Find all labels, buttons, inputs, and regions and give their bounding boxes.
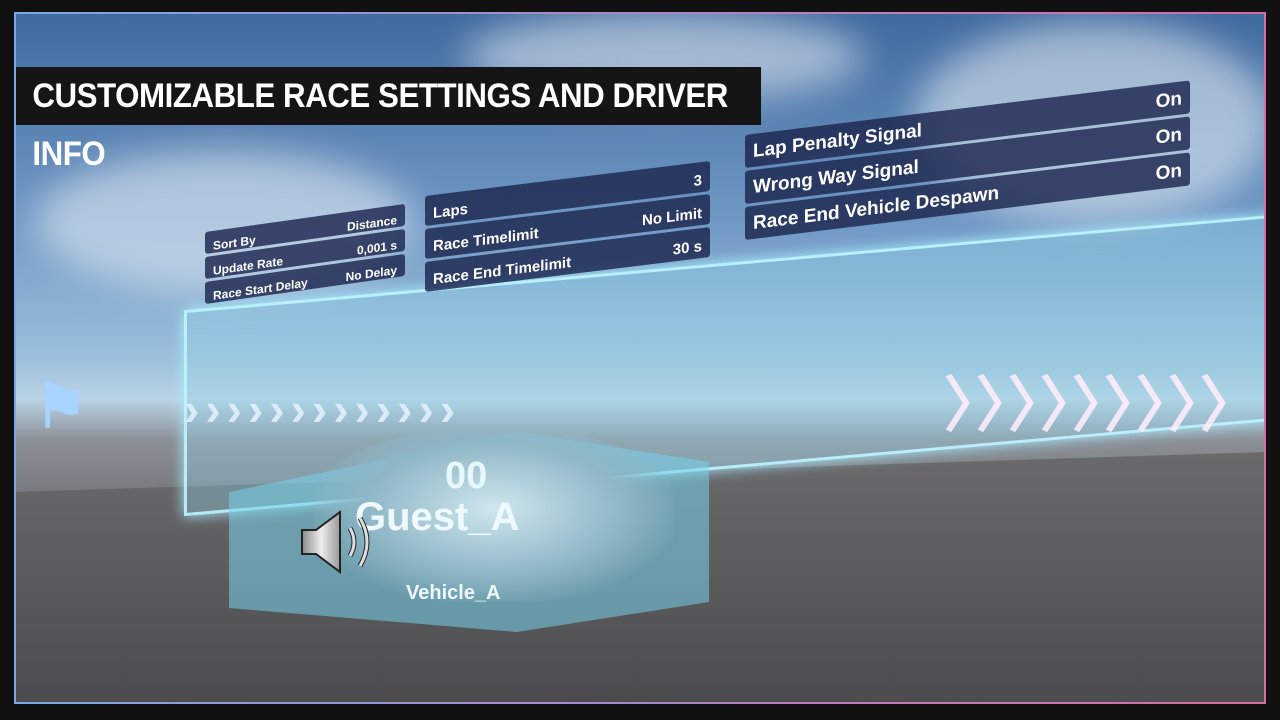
speaker-icon (301, 510, 370, 574)
setting-value: 3 (693, 171, 702, 191)
vehicle-name: Vehicle_A (406, 582, 501, 604)
setting-value: No Delay (345, 263, 397, 285)
setting-value: 30 s (672, 237, 702, 259)
flag-icon: ⚑ (34, 373, 88, 440)
setting-value: On (1155, 160, 1182, 185)
banner-title: CUSTOMIZABLE RACE SETTINGS AND DRIVER IN… (14, 67, 762, 173)
setting-value: No Limit (642, 204, 702, 230)
setting-value: On (1155, 88, 1182, 113)
setting-value: 0,001 s (356, 238, 397, 258)
driver-number: 00 (445, 455, 488, 497)
setting-value: On (1155, 124, 1182, 149)
chevron-markers: ››››››››››››› (184, 383, 462, 435)
setting-label: Laps (433, 200, 469, 223)
chevron-markers: 〉〉〉〉〉〉〉〉〉 (944, 372, 1262, 439)
